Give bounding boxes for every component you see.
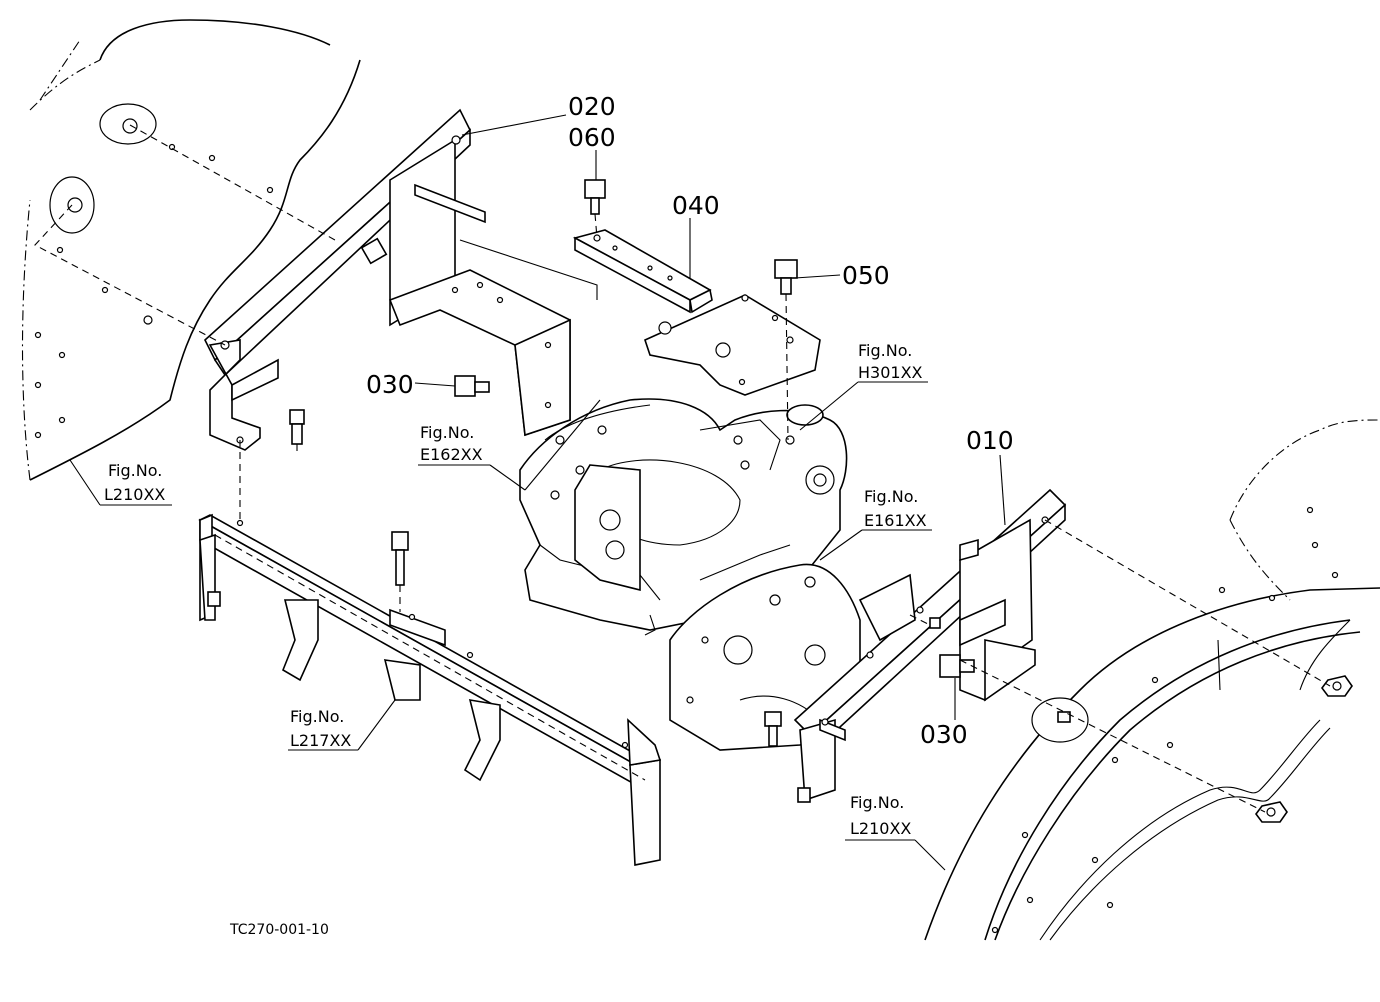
assembly-line [909, 614, 931, 626]
bracket-020 [204, 108, 571, 451]
drawing-number: TC270-001-10 [229, 922, 329, 938]
leader-lines [69, 114, 1006, 871]
bolt-icon [764, 711, 782, 747]
assembly-line [959, 659, 1266, 813]
fig-ref-code-e161: E161XX [864, 511, 927, 530]
plate-050-mount [644, 294, 821, 396]
callout-010: 010 [966, 426, 1014, 455]
fig-ref-prefix: Fig.No. [864, 487, 918, 506]
callout-040: 040 [672, 191, 720, 220]
callout-060: 060 [568, 123, 616, 152]
callout-020: 020 [568, 92, 616, 121]
callout-030-right: 030 [920, 720, 968, 749]
callout-030-left: 030 [366, 370, 414, 399]
fig-ref-code-e162: E162XX [420, 445, 483, 464]
bolt-icon [289, 409, 305, 455]
assembly-line [1044, 519, 1331, 687]
right-fender-outline [924, 419, 1380, 941]
fig-ref-code-h301: H301XX [858, 363, 923, 382]
bottom-frame [198, 513, 662, 866]
nut-icon [1321, 675, 1353, 697]
assembly-line [34, 204, 226, 346]
fig-ref-code-l210-left: L210XX [104, 485, 165, 504]
assembly-line [129, 124, 336, 241]
fig-ref-prefix: Fig.No. [108, 461, 162, 480]
callout-050: 050 [842, 261, 890, 290]
bolt-060-icon [584, 179, 606, 239]
bolt-icon [391, 531, 409, 612]
plate-040 [572, 229, 713, 314]
bolt-050-icon [774, 259, 798, 441]
fig-ref-prefix: Fig.No. [850, 793, 904, 812]
nut-icon [1255, 801, 1288, 823]
fig-ref-prefix: Fig.No. [420, 423, 474, 442]
bolt-030-right-icon [929, 617, 975, 678]
fig-ref-prefix: Fig.No. [858, 341, 912, 360]
bolt-030-icon [454, 375, 490, 397]
engine-housing [519, 398, 848, 636]
fig-ref-prefix: Fig.No. [290, 707, 344, 726]
fig-ref-code-l217: L217XX [290, 731, 351, 750]
assembly-line [459, 239, 598, 300]
fig-ref-code-l210-right: L210XX [850, 819, 911, 838]
